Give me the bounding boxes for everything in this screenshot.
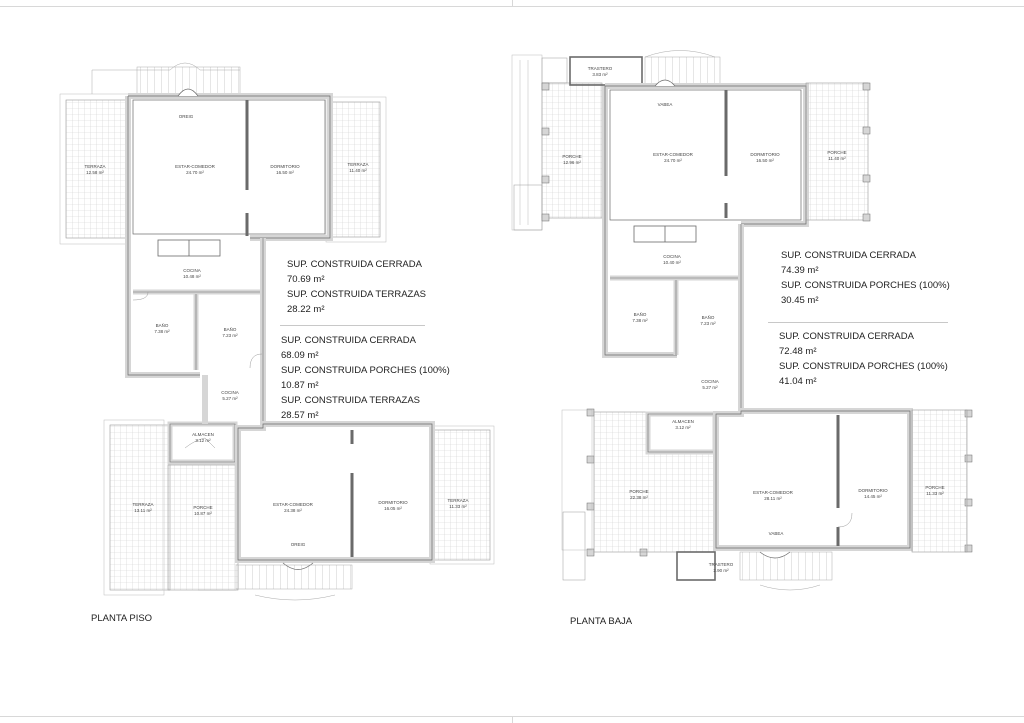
summary-baja-lower: SUP. CONSTRUIDA CERRADA 72.48 m² SUP. CO… bbox=[779, 331, 948, 387]
plan-title-planta-baja: PLANTA BAJA bbox=[570, 616, 633, 627]
room-label: OREIG bbox=[178, 114, 194, 119]
plan-planta-piso bbox=[59, 62, 495, 601]
summary-baja-upper: SUP. CONSTRUIDA CERRADA 74.39 m² SUP. CO… bbox=[781, 250, 950, 306]
plan-planta-baja bbox=[511, 50, 973, 591]
plan-title-planta-piso: PLANTA PISO bbox=[91, 613, 153, 624]
frame-center-divider-bottom bbox=[512, 716, 513, 723]
summary-divider bbox=[280, 325, 425, 326]
summary-piso-upper: SUP. CONSTRUIDA CERRADA 70.69 m² SUP. CO… bbox=[287, 259, 427, 315]
room-label: OREIG bbox=[290, 542, 306, 547]
summary-divider bbox=[768, 322, 948, 323]
frame-center-divider-top bbox=[512, 0, 513, 7]
summary-piso-lower: SUP. CONSTRUIDA CERRADA 68.09 m² SUP. CO… bbox=[281, 335, 450, 421]
room-label: VABEA bbox=[768, 531, 784, 536]
room-label: VABEA bbox=[657, 102, 673, 107]
